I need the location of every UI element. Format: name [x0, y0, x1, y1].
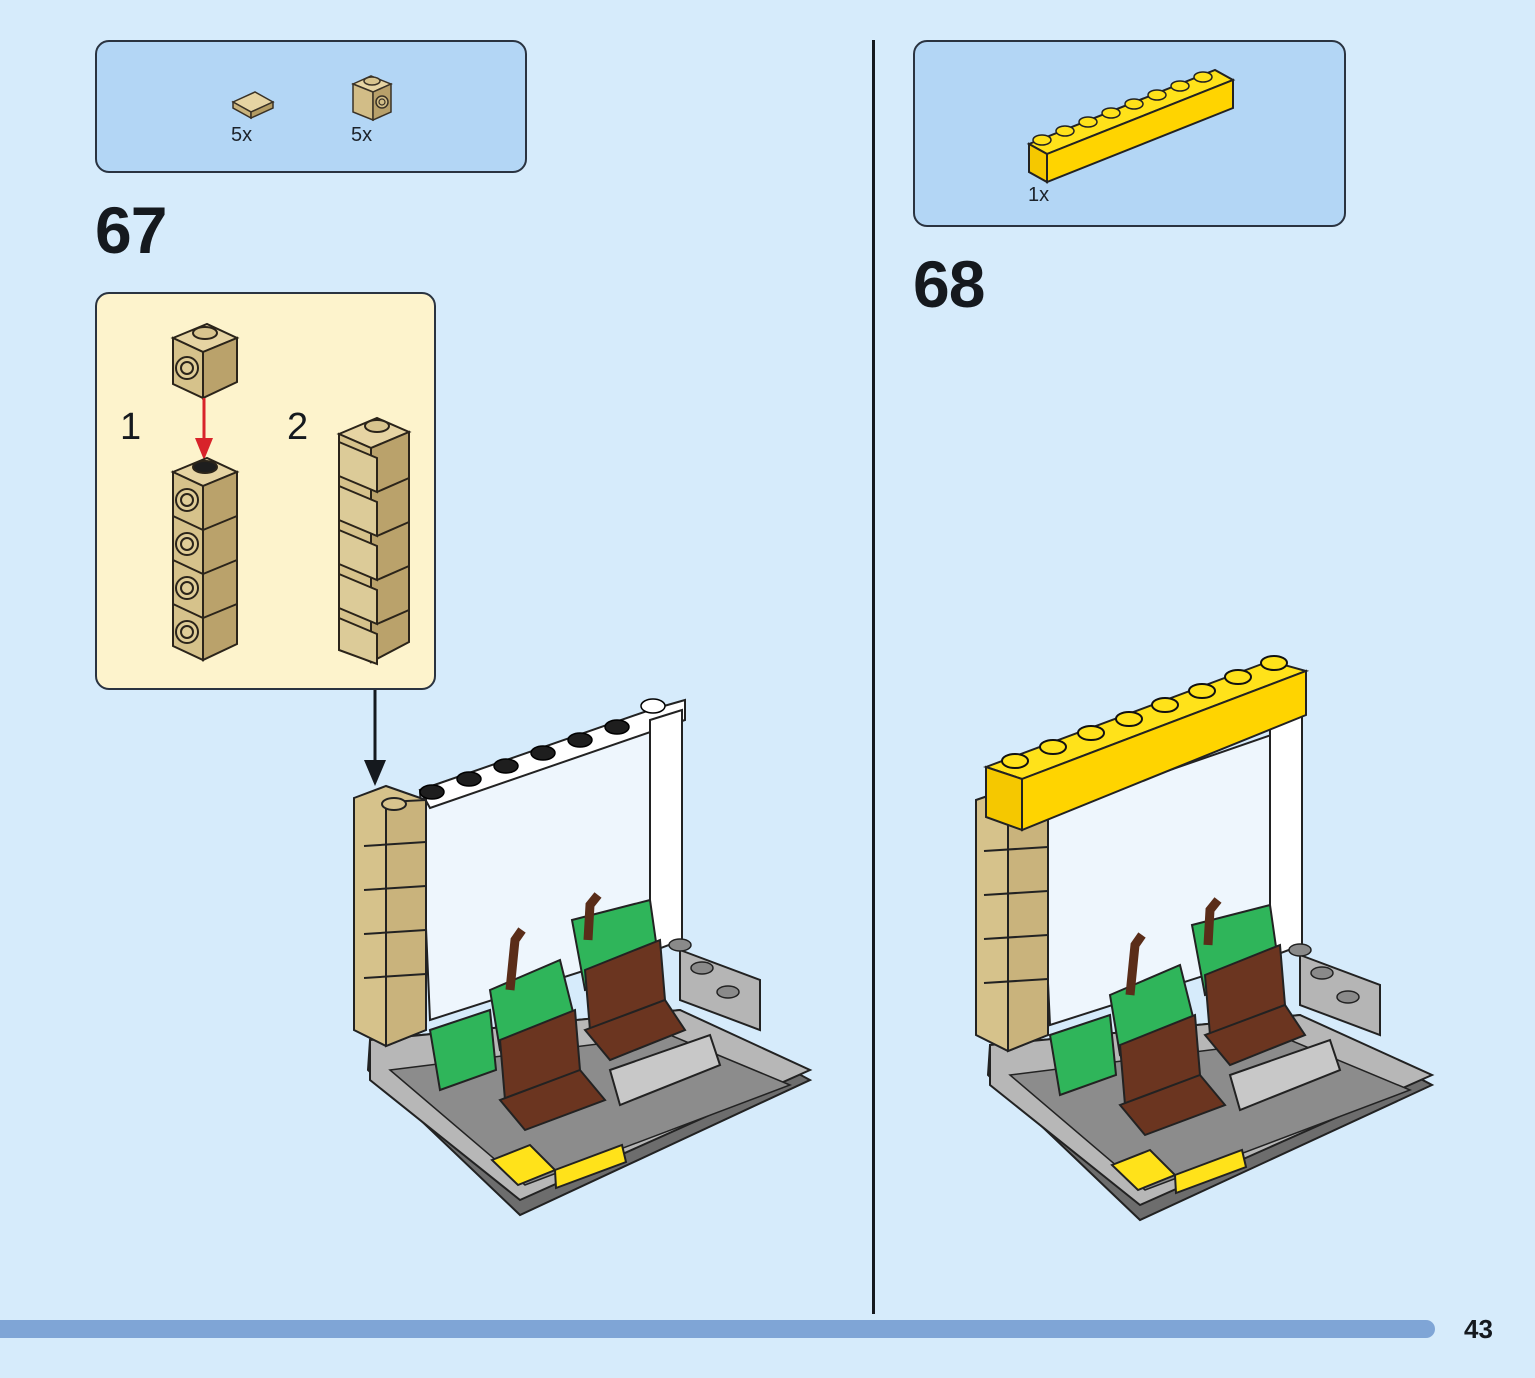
page-number: 43 — [1464, 1314, 1493, 1344]
subassembly-callout: 1 2 — [95, 292, 436, 690]
placement-arrow-icon — [364, 690, 386, 786]
part-qty: 5x — [351, 124, 373, 146]
tan-brick-side-stud-icon — [351, 75, 393, 122]
tan-brick-column-icon — [170, 456, 240, 662]
step-divider — [872, 40, 875, 1314]
tan-tiled-column-icon — [336, 416, 412, 666]
parts-list-step-67: 5x 5x — [95, 40, 527, 173]
part-qty: 1x — [1028, 184, 1050, 206]
substep-number: 2 — [287, 406, 309, 448]
model-step-68 — [975, 655, 1435, 1222]
arrow-down-icon — [195, 398, 213, 460]
tan-tile-icon — [231, 91, 275, 120]
step-number: 67 — [95, 193, 167, 267]
yellow-brick-1x8-icon — [1026, 68, 1236, 184]
substep-number: 1 — [120, 406, 142, 448]
progress-bar — [0, 1320, 1435, 1338]
step-number: 68 — [913, 247, 985, 321]
tan-brick-side-stud-icon — [170, 322, 240, 400]
part-qty: 5x — [231, 124, 253, 146]
model-step-67 — [353, 698, 813, 1217]
parts-list-step-68: 1x — [913, 40, 1346, 227]
